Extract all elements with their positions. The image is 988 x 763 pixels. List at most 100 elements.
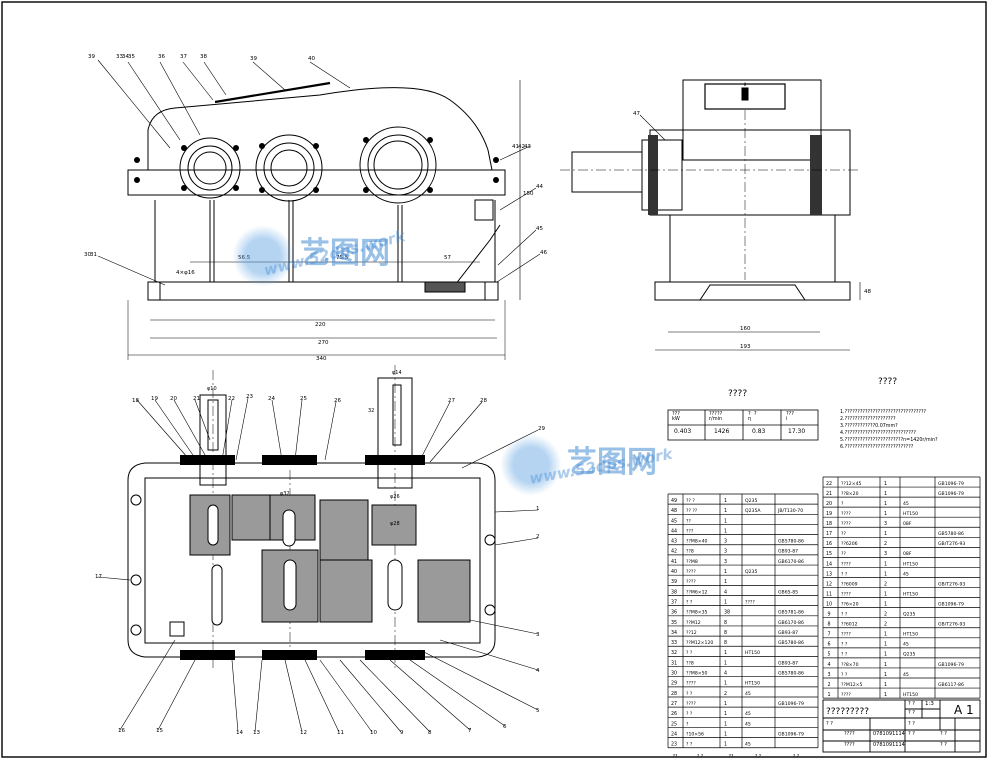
bom-right-name: ???? [841, 561, 851, 567]
bom-left-no: 40 [671, 569, 677, 575]
bom-right-material: HT150 [903, 511, 918, 517]
bom-right-name: ???? [841, 521, 851, 527]
bom-right-qty: 1 [884, 481, 887, 487]
bom-right-qty: 2 [884, 622, 887, 628]
bom-left-name: ? ? [686, 742, 693, 748]
bom-header: ? ? [697, 754, 704, 760]
tech-notes-title: ???? [878, 377, 898, 387]
bom-left-standard: GB1096-79 [778, 731, 804, 737]
bom-left-material: 45 [745, 711, 751, 717]
bom-left-qty: 1 [724, 650, 727, 656]
bom-left-standard: GB5780-86 [778, 539, 804, 545]
bom-right-name: ?? [841, 531, 846, 537]
front-body-sides [154, 200, 496, 282]
bom-left-name: ?? [686, 518, 691, 524]
bom-right-no: 20 [826, 501, 832, 507]
front-part-label: 45 [536, 226, 543, 232]
top-part-label: 21 [193, 396, 200, 402]
bom-right-qty: 3 [884, 521, 887, 527]
bom-right-material: 45 [903, 571, 909, 577]
bom-right-qty: 1 [884, 672, 887, 678]
bom-right-material: 08F [903, 521, 912, 527]
front-part-label: 36 [158, 54, 165, 60]
bom-left-material: Q235 [745, 569, 757, 575]
top-dim-label: φ26 [390, 494, 400, 500]
bom-left-name: ???? [686, 701, 696, 707]
bom-right-name: ? [841, 501, 844, 507]
bom-left-name: ??8 [686, 549, 694, 555]
top-dim-label: φ28 [390, 521, 400, 527]
bom-left-qty: 1 [724, 518, 727, 524]
top-part-label: 24 [268, 396, 275, 402]
bom-right-name: ??8×20 [841, 491, 859, 497]
bom-left-no: 38 [671, 589, 677, 595]
top-housing [127, 462, 496, 658]
bom-header: ?? [729, 754, 734, 760]
bom-right-qty: 1 [884, 561, 887, 567]
bom-left-no: 36 [671, 610, 677, 616]
top-view [97, 365, 539, 733]
bom-left-name: ? [686, 721, 689, 727]
bom-right-name: ? ? [841, 612, 848, 618]
bom-left-no: 49 [671, 498, 677, 504]
bom-left-no: 35 [671, 620, 677, 626]
bom-left-standard: GB1096-79 [778, 701, 804, 707]
bom-left-name: ? ? [686, 691, 693, 697]
bom-left-material: 45 [745, 742, 751, 748]
top-part-label: 27 [448, 398, 455, 404]
bom-right-qty: 1 [884, 531, 887, 537]
bom-right-material: Q235 [903, 612, 915, 618]
bom-left-qty: 1 [724, 528, 727, 534]
checker-id: 0781091114 [873, 742, 905, 748]
bom-right-name: ??12×45 [841, 481, 861, 487]
bom-left-standard: GB93-87 [778, 630, 798, 636]
bom-right-qty: 2 [884, 581, 887, 587]
bom-right-no: 12 [826, 581, 832, 587]
front-dim-label: 57 [444, 255, 451, 261]
bom-left-standard: GB93-87 [778, 549, 798, 555]
bom-right-name: ???? [841, 511, 851, 517]
top-dim-label: 32 [368, 408, 374, 414]
top-part-label: 28 [480, 398, 487, 404]
bom-left-qty: 3 [724, 549, 727, 555]
top-part-label: 8 [428, 730, 432, 736]
front-base [147, 281, 499, 301]
top-dim-label: φ32 [280, 491, 290, 497]
side-dim-label: 48 [864, 289, 871, 295]
bom-right-material: 45 [903, 642, 909, 648]
bom-left-standard: GB6170-86 [778, 620, 804, 626]
bom-right-standard: GB1096-79 [938, 601, 964, 607]
bom-right-no: 2 [827, 682, 830, 688]
bom-right-no: 11 [826, 591, 832, 597]
bom-right-no: 13 [826, 571, 832, 577]
drawing-name: ????????? [826, 707, 869, 717]
bom-right-material: HT150 [903, 692, 918, 698]
bom-left-name: ??M8×50 [686, 671, 708, 677]
spec-value-efficiency: 0.83 [752, 428, 766, 435]
bom-left-no: 41 [671, 559, 677, 565]
bom-left-standard: GB65-85 [778, 589, 798, 595]
bom-left-no: 29 [671, 681, 677, 687]
bom-right-qty: 1 [884, 632, 887, 638]
bom-left-no: 43 [671, 539, 677, 545]
front-part-label: 33 [116, 54, 123, 60]
bom-right-no: 7 [827, 632, 830, 638]
bom-right-standard: GB/T276-93 [938, 622, 965, 628]
bom-right-name: ??M12×5 [841, 682, 863, 688]
bom-right-name: ?? [841, 551, 846, 557]
tech-note-line: 4.???????????????????????????? [840, 431, 916, 436]
bom-left-no: 27 [671, 701, 677, 707]
bom-left-name: ??? [686, 528, 694, 534]
top-part-label: 23 [246, 394, 253, 400]
bom-left-no: 26 [671, 711, 677, 717]
top-part-label: 17 [95, 574, 102, 580]
bom-right-material: HT150 [903, 632, 918, 638]
bom-right-no: 19 [826, 511, 832, 517]
bom-left-no: 48 [671, 508, 677, 514]
bom-left-qty: 2 [724, 691, 727, 697]
side-view [560, 79, 861, 351]
bom-right-material: HT150 [903, 591, 918, 597]
bom-right-no: 22 [826, 481, 832, 487]
bom-right-standard: GB1096-79 [938, 662, 964, 668]
